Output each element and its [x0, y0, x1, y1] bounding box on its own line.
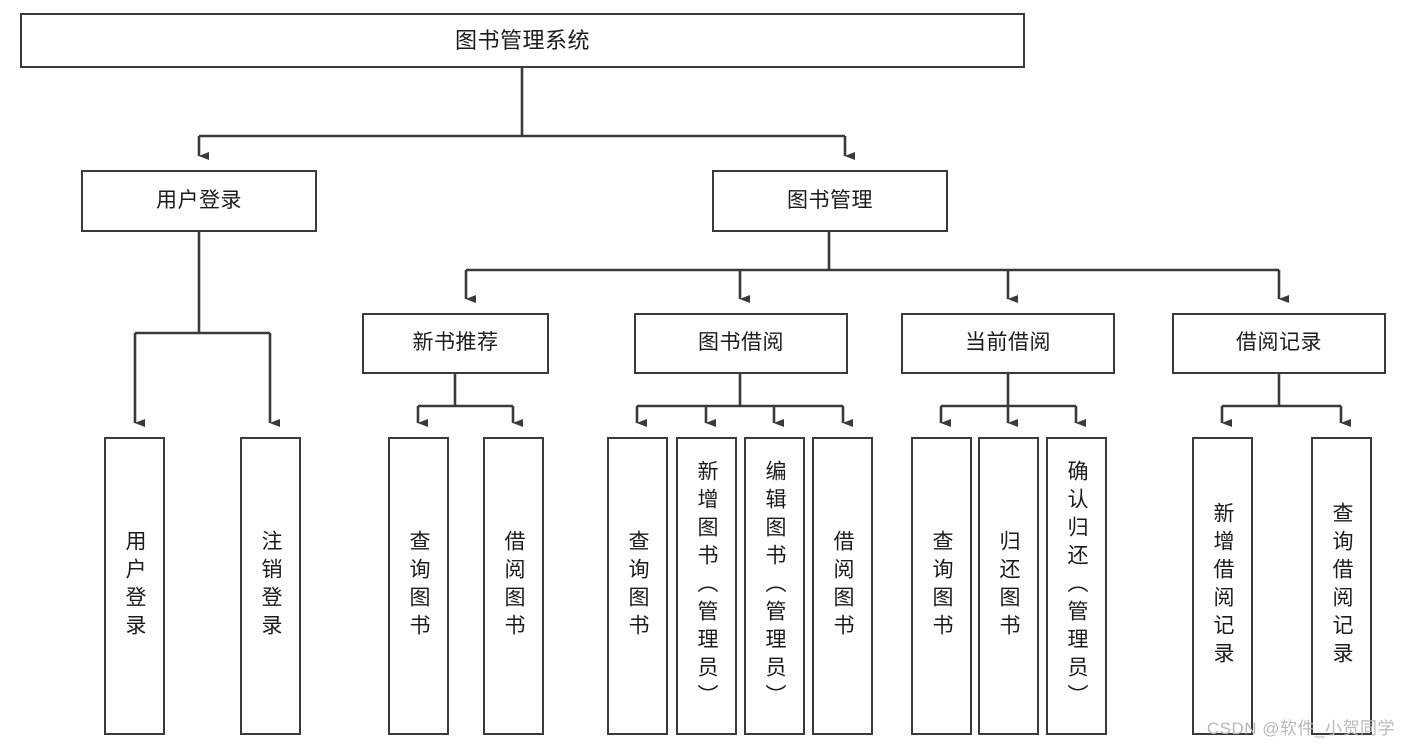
watermark-text: CSDN @软件_小贺同学	[1206, 719, 1395, 738]
node-new-book-recommend[interactable]: 新书推荐	[362, 313, 549, 374]
node-label: 用户登录	[123, 530, 146, 642]
node-label: 借阅图书	[831, 530, 854, 642]
leaf-return-book[interactable]: 归还图书	[978, 437, 1039, 735]
node-label: 新增图书（管理员）	[695, 460, 718, 712]
leaf-query-book-borrow[interactable]: 查询图书	[607, 437, 668, 735]
leaf-query-book-current[interactable]: 查询图书	[911, 437, 972, 735]
node-label: 归还图书	[997, 530, 1020, 642]
node-current-borrow[interactable]: 当前借阅	[901, 313, 1115, 374]
leaf-add-book-admin[interactable]: 新增图书（管理员）	[676, 437, 737, 735]
node-book-manage[interactable]: 图书管理	[712, 170, 948, 232]
node-user-login[interactable]: 用户登录	[81, 170, 317, 232]
node-label: 编辑图书（管理员）	[763, 460, 786, 712]
node-label: 新增借阅记录	[1211, 502, 1234, 670]
node-borrow-record[interactable]: 借阅记录	[1172, 313, 1386, 374]
leaf-logout-login[interactable]: 注销登录	[240, 437, 301, 735]
node-label: 用户登录	[156, 188, 242, 212]
leaf-query-book-recommend[interactable]: 查询图书	[388, 437, 449, 735]
node-label: 注销登录	[259, 530, 282, 642]
node-label: 图书借阅	[698, 331, 784, 355]
node-label: 新书推荐	[412, 331, 499, 355]
leaf-add-borrow-record[interactable]: 新增借阅记录	[1192, 437, 1253, 735]
node-label: 查询图书	[626, 530, 649, 642]
node-book-management-system[interactable]: 图书管理系统	[20, 13, 1025, 68]
leaf-borrow-book[interactable]: 借阅图书	[812, 437, 873, 735]
node-label: 图书管理系统	[454, 27, 590, 53]
leaf-user-login[interactable]: 用户登录	[104, 437, 165, 735]
node-label: 借阅记录	[1236, 331, 1322, 355]
leaf-edit-book-admin[interactable]: 编辑图书（管理员）	[744, 437, 805, 735]
node-label: 确认归还（管理员）	[1065, 460, 1088, 712]
node-label: 图书管理	[787, 188, 873, 212]
node-label: 查询图书	[407, 530, 430, 642]
node-book-borrow[interactable]: 图书借阅	[634, 313, 848, 374]
leaf-confirm-return-admin[interactable]: 确认归还（管理员）	[1046, 437, 1107, 735]
node-label: 查询图书	[930, 530, 953, 642]
leaf-borrow-book-recommend[interactable]: 借阅图书	[483, 437, 544, 735]
node-label: 查询借阅记录	[1330, 502, 1353, 670]
node-label: 借阅图书	[502, 530, 525, 642]
leaf-query-borrow-record[interactable]: 查询借阅记录	[1311, 437, 1372, 735]
node-label: 当前借阅	[965, 331, 1051, 355]
